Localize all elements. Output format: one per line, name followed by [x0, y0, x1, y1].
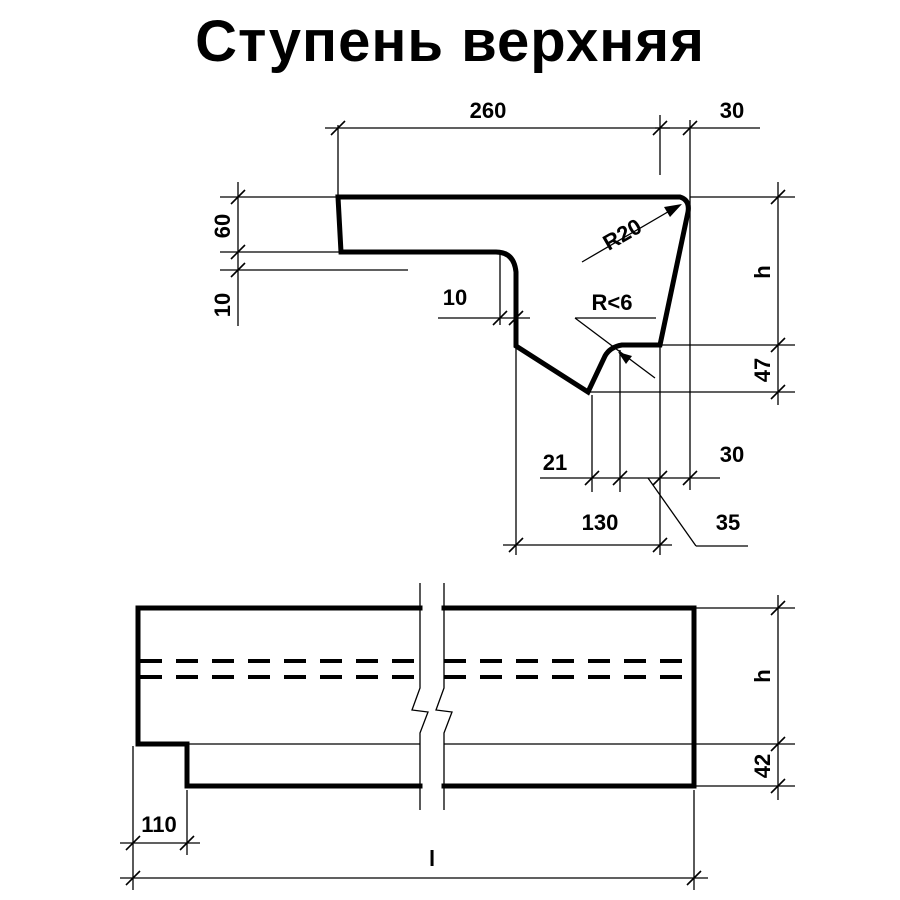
- drawing-title: Ступень верхняя: [195, 9, 705, 74]
- dim-l-label: l: [429, 846, 435, 871]
- arrow-r6: [618, 352, 632, 364]
- dim-110-label: 110: [141, 812, 177, 837]
- break-line-left: [411, 583, 429, 810]
- radius-6-label: R<6: [592, 290, 633, 315]
- dim-10-step-label: 10: [443, 285, 467, 310]
- dim-60-label: 60: [210, 214, 235, 238]
- dim-h-elev-label: h: [750, 669, 775, 682]
- dim-h-section-label: h: [750, 265, 775, 278]
- leader-r20: [581, 205, 679, 263]
- leader-35: [647, 477, 697, 547]
- dim-30-top-label: 30: [720, 98, 744, 123]
- section-outline: [335, 194, 691, 396]
- arrow-r20: [664, 204, 682, 217]
- dim-35-label: 35: [716, 510, 740, 535]
- leader-r6: [574, 317, 656, 379]
- dim-42-label: 42: [750, 754, 775, 778]
- dim-21-label: 21: [543, 450, 567, 475]
- dim-260-label: 260: [470, 98, 507, 123]
- cross-section: 260 30 60 10 10 R20 R<6 h 47: [210, 98, 795, 555]
- elevation-outline-left: [135, 605, 423, 789]
- dim-10-left-label: 10: [210, 293, 235, 317]
- break-line-right: [435, 583, 453, 810]
- dim-130-label: 130: [582, 510, 619, 535]
- dim-30-bottom-label: 30: [720, 442, 744, 467]
- elevation-view: h 42 110 l: [120, 583, 795, 890]
- dim-47-label: 47: [750, 358, 775, 382]
- radius-20-label: R20: [599, 214, 646, 256]
- elevation-outline-right: [441, 605, 697, 789]
